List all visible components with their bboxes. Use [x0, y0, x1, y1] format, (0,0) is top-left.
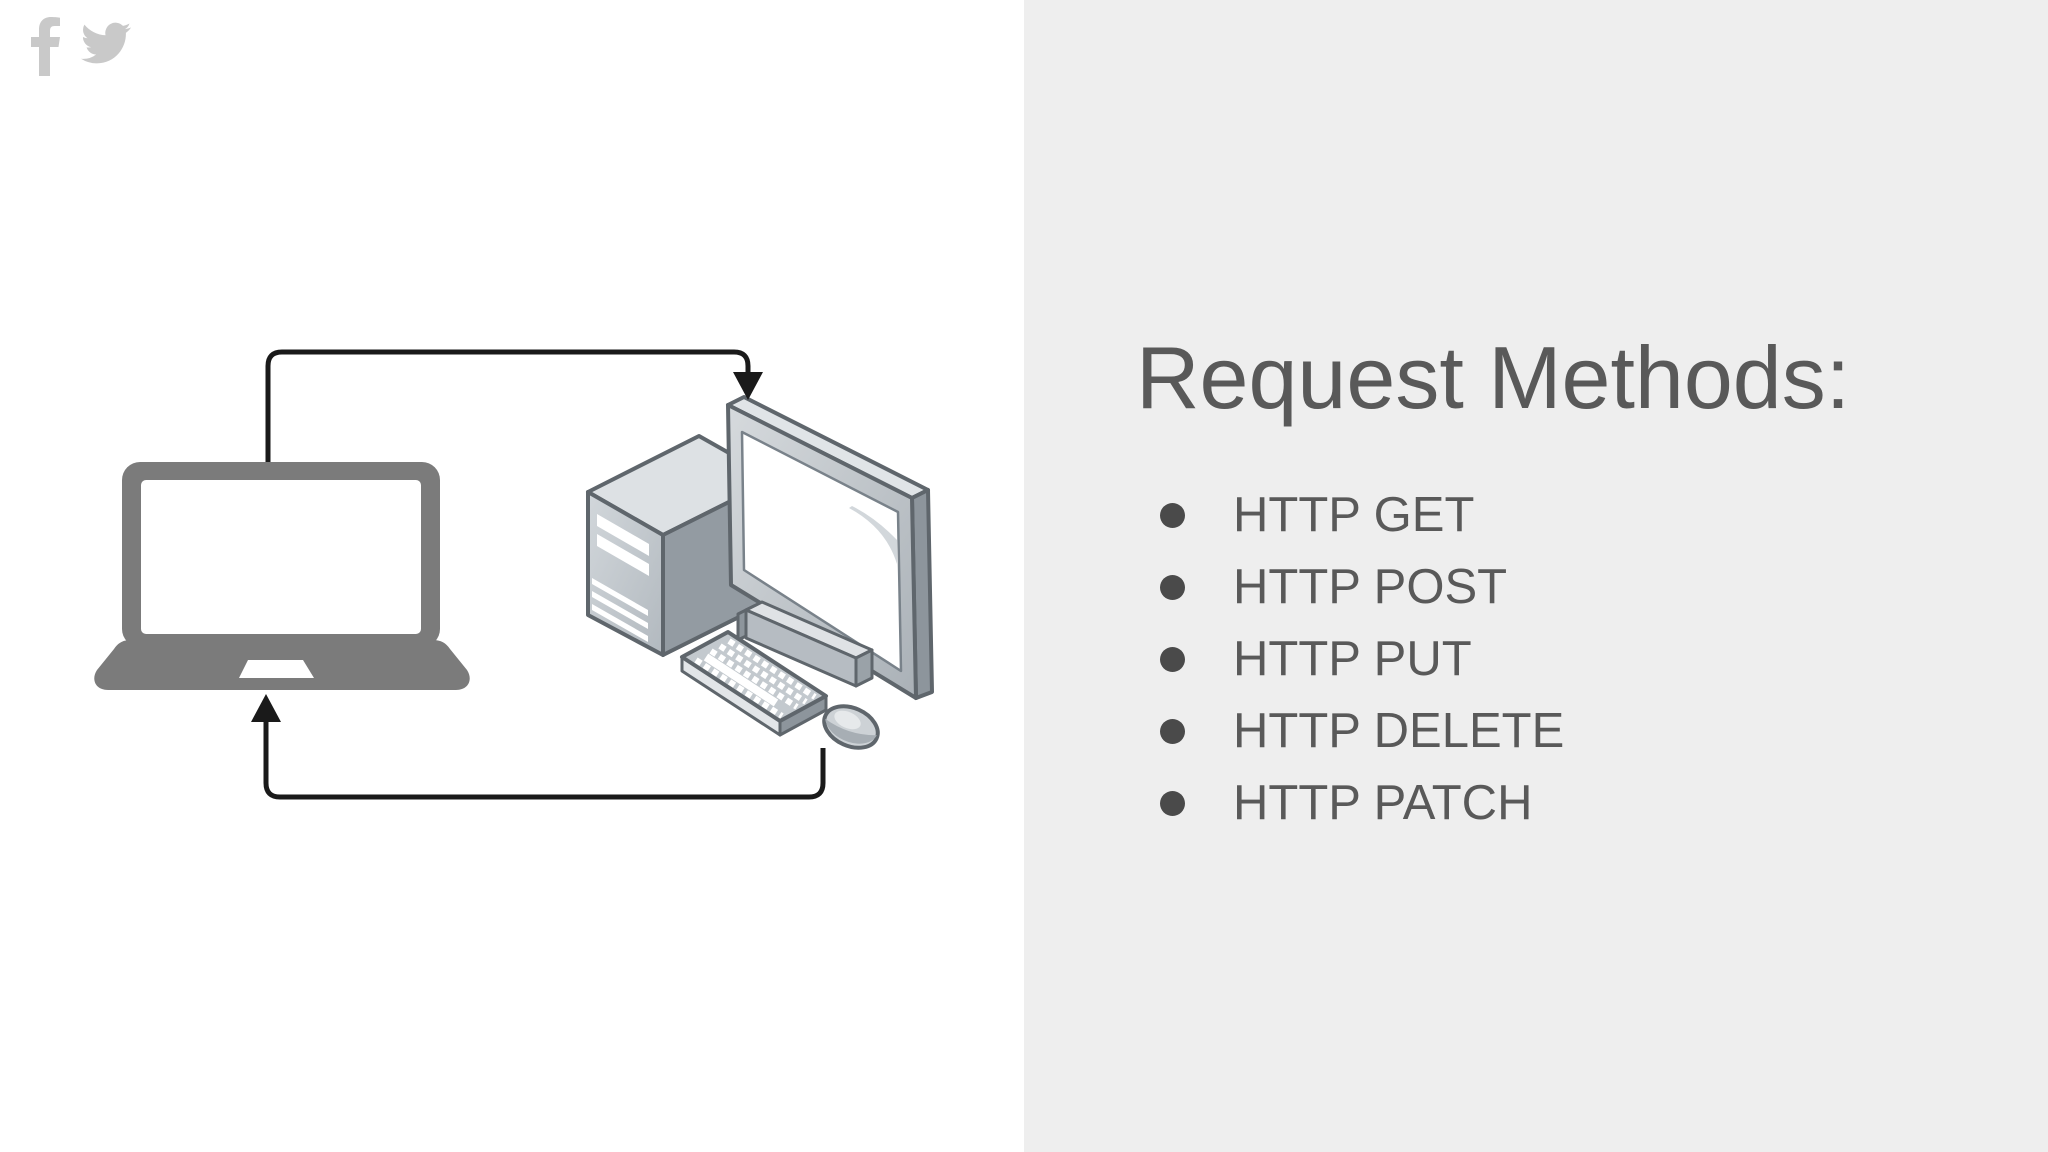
method-label: HTTP PATCH: [1233, 775, 1533, 830]
bullet-icon: [1160, 646, 1185, 672]
page-title: Request Methods:: [1136, 328, 1851, 427]
bullet-icon: [1160, 718, 1185, 744]
request-methods-list: HTTP GET HTTP POST HTTP PUT HTTP DELETE …: [1160, 479, 1564, 839]
method-item: HTTP DELETE: [1160, 695, 1564, 767]
twitter-icon: [81, 22, 131, 64]
content-panel: Request Methods: HTTP GET HTTP POST HTTP…: [1024, 0, 2048, 1152]
laptop-client-icon: [94, 462, 470, 690]
client-server-diagram: [94, 349, 934, 800]
method-item: HTTP PATCH: [1160, 767, 1564, 839]
method-label: HTTP PUT: [1233, 631, 1472, 686]
method-label: HTTP DELETE: [1233, 703, 1565, 758]
request-arrow: [265, 349, 763, 464]
bullet-icon: [1160, 790, 1185, 816]
desktop-server-icon: [586, 395, 934, 750]
method-label: HTTP GET: [1233, 487, 1475, 542]
method-label: HTTP POST: [1233, 559, 1508, 614]
facebook-icon: [31, 17, 60, 76]
method-item: HTTP PUT: [1160, 623, 1564, 695]
response-arrow: [251, 694, 826, 800]
social-icons: [30, 16, 136, 77]
bullet-icon: [1160, 502, 1185, 528]
method-item: HTTP GET: [1160, 479, 1564, 551]
method-item: HTTP POST: [1160, 551, 1564, 623]
bullet-icon: [1160, 574, 1185, 600]
